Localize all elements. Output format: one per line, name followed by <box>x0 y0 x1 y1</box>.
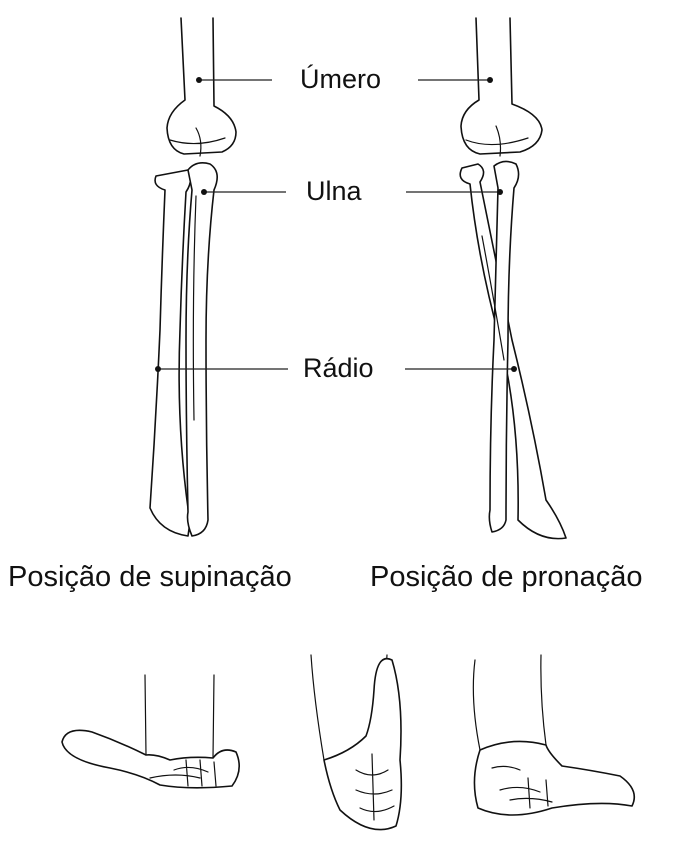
ulna-label: Ulna <box>306 176 362 207</box>
ulna-left <box>186 163 217 536</box>
hand-palm-down <box>474 741 634 815</box>
pronation-forearm <box>460 18 566 539</box>
radius-dot-left <box>155 366 161 372</box>
supination-forearm <box>150 18 236 536</box>
ulna-dot-right <box>497 189 503 195</box>
radius-right <box>460 164 566 539</box>
humerus-dot-left <box>196 77 202 83</box>
humerus-dot-right <box>487 77 493 83</box>
hand-pronation <box>473 655 634 815</box>
humerus-label: Úmero <box>300 64 381 95</box>
pronation-caption: Posição de pronação <box>370 561 642 594</box>
supination-caption: Posição de supinação <box>8 561 292 594</box>
radius-left <box>150 170 191 536</box>
humerus-shaft-right <box>461 18 542 154</box>
radius-dot-right <box>511 366 517 372</box>
ulna-dot-left <box>201 189 207 195</box>
hand-side <box>311 655 401 830</box>
hand-palm-up <box>62 730 239 787</box>
humerus-shaft-left <box>167 18 236 154</box>
hand-fist <box>324 659 401 830</box>
hand-supination <box>62 675 239 788</box>
radius-label: Rádio <box>303 353 374 384</box>
